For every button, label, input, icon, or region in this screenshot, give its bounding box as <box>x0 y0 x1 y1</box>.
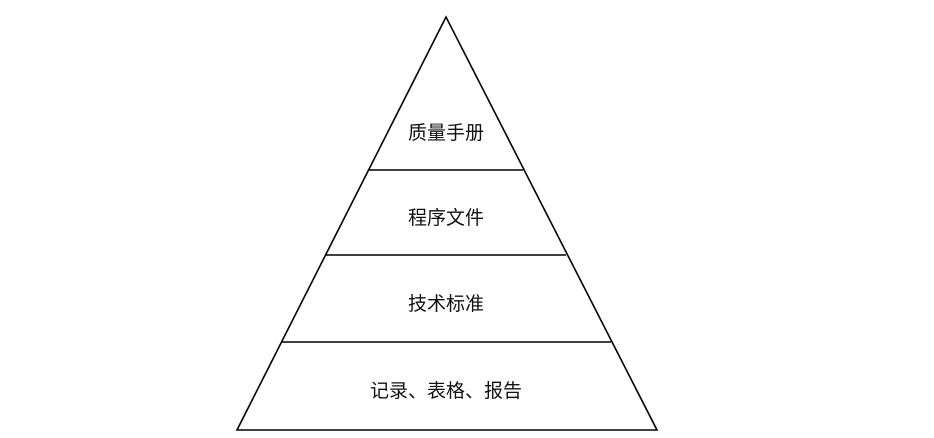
tier-label-technical-standards: 技术标准 <box>408 293 484 315</box>
tier-label-records-forms-reports: 记录、表格、报告 <box>370 380 522 402</box>
tier-label-procedure-documents: 程序文件 <box>408 207 484 229</box>
tier-label-quality-manual: 质量手册 <box>408 122 484 144</box>
pyramid-outline <box>235 15 659 431</box>
